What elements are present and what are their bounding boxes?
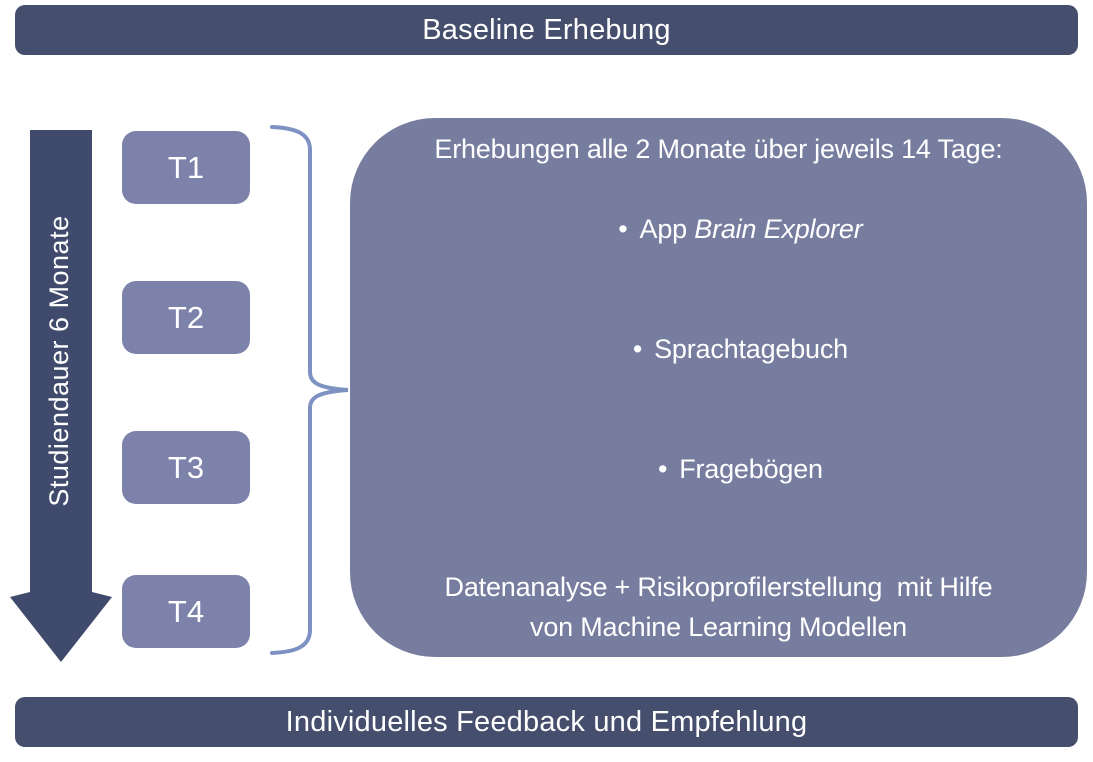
bullet-text-sprachtagebuch: Sprachtagebuch <box>654 333 848 364</box>
timepoint-label-t4: T4 <box>167 593 205 629</box>
timepoint-box-t3: T3 <box>122 431 250 504</box>
analysis-note-line2: von Machine Learning Modellen <box>530 611 907 642</box>
timepoint-label-t1: T1 <box>167 149 205 185</box>
study-duration-arrow: Studiendauer 6 Monate <box>10 130 112 662</box>
timepoint-box-t1: T1 <box>122 131 250 204</box>
timepoint-box-t4: T4 <box>122 575 250 648</box>
bullet-item-sprachtagebuch: • Sprachtagebuch <box>589 289 848 409</box>
bullet-text-app: App Brain Explorer <box>639 213 863 244</box>
app-name-italic: Brain Explorer <box>694 213 863 244</box>
bullet-icon: • <box>632 333 643 364</box>
study-duration-label: Studiendauer 6 Monate <box>44 215 74 506</box>
detail-heading: Erhebungen alle 2 Monate über jeweils 14… <box>434 133 1003 164</box>
analysis-note-line1: Datenanalyse + Risikoprofilerstellung mi… <box>444 571 993 602</box>
timepoint-box-t2: T2 <box>122 281 250 354</box>
curly-brace-icon <box>270 125 349 655</box>
bullet-item-app: • App Brain Explorer <box>574 169 862 289</box>
baseline-header-bar: Baseline Erhebung <box>15 5 1078 55</box>
assessment-detail-box: Erhebungen alle 2 Monate über jeweils 14… <box>350 118 1087 657</box>
down-arrow-icon <box>10 130 112 662</box>
feedback-footer-bar: Individuelles Feedback und Empfehlung <box>15 697 1078 747</box>
baseline-header-label: Baseline Erhebung <box>422 13 671 46</box>
feedback-footer-label: Individuelles Feedback und Empfehlung <box>285 705 808 738</box>
bullet-icon: • <box>618 213 628 244</box>
bullet-icon: • <box>657 453 668 484</box>
timepoint-label-t3: T3 <box>167 449 205 485</box>
bullet-item-frageboegen: • Fragebögen <box>614 409 823 529</box>
bullet-text-frageboegen: Fragebögen <box>679 453 823 484</box>
analysis-note: Datenanalyse + Risikoprofilerstellung mi… <box>445 567 993 647</box>
timepoint-label-t2: T2 <box>167 299 205 335</box>
